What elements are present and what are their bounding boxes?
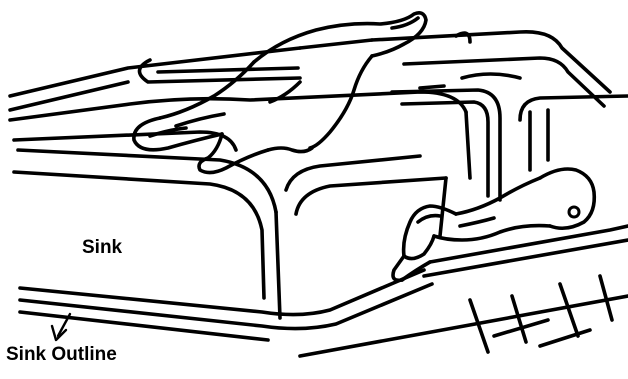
faucet-pipe <box>139 33 500 200</box>
sink-basin <box>10 92 470 318</box>
sink-outline-edge <box>20 270 432 340</box>
sink-label: Sink <box>82 238 122 257</box>
sink-outline-label: Sink Outline <box>6 345 117 364</box>
cabinet-front <box>300 226 628 356</box>
